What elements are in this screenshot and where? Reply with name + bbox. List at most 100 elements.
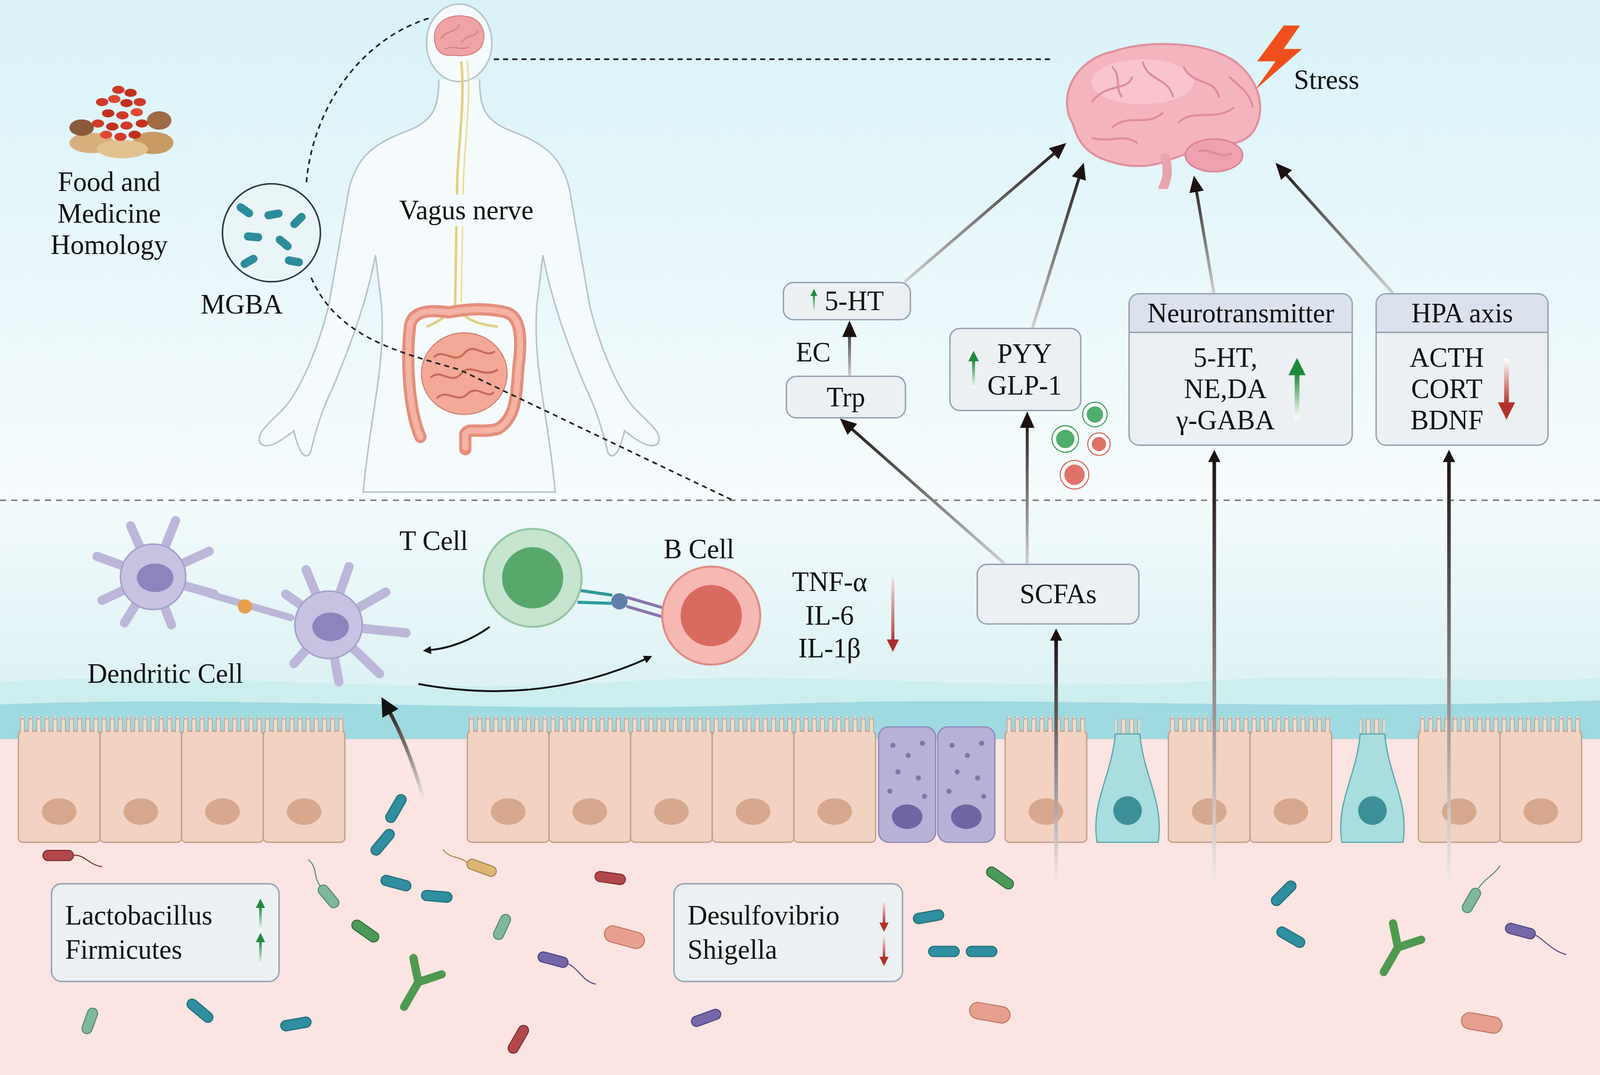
decrease-arrow <box>891 577 895 644</box>
granule <box>1091 436 1106 452</box>
flagellum <box>308 859 321 886</box>
bacteria <box>42 792 1567 1055</box>
goji-berry <box>100 130 113 140</box>
bacterium <box>80 1006 100 1035</box>
goji-berry <box>135 119 148 128</box>
epithelial-cell <box>1499 716 1582 842</box>
goji-berry <box>108 94 121 104</box>
arrow-head <box>1288 357 1306 375</box>
stress-label: Stress <box>1293 63 1360 96</box>
flagellum <box>73 854 103 867</box>
arrow-head <box>1497 402 1516 420</box>
bacterium <box>968 1000 1012 1024</box>
flow-arrow <box>1447 458 1451 880</box>
list-row: Lactobacillus <box>64 897 266 933</box>
t-cell <box>483 528 582 627</box>
brain-highlight <box>1091 59 1194 104</box>
brain-cerebellum <box>1185 138 1243 172</box>
bacterium <box>984 864 1016 891</box>
box-text: Trp <box>826 381 866 413</box>
decrease-arrow <box>1496 356 1517 421</box>
epithelial-cell <box>1249 716 1332 842</box>
bacterium <box>1504 921 1537 940</box>
goji-berry <box>102 109 115 118</box>
bacterium <box>42 850 74 861</box>
process-box: Trp <box>785 375 907 419</box>
connector-arrow <box>904 149 1060 282</box>
flagellum <box>1535 935 1567 955</box>
brain-illustration <box>1050 41 1266 189</box>
process-box: 5-HT <box>782 281 912 321</box>
goji-berry <box>133 98 146 107</box>
lower-background <box>0 499 1600 737</box>
connector-arrow <box>1025 420 1029 563</box>
bacterium <box>1460 1011 1504 1035</box>
arrow-head <box>879 956 889 966</box>
goji-berry <box>120 121 133 130</box>
flagellum <box>442 849 468 863</box>
decrease-arrow <box>878 932 890 967</box>
bacterium <box>185 996 215 1024</box>
connector-dashed <box>306 18 429 187</box>
increase-arrow <box>810 288 818 314</box>
bacterium <box>263 208 284 220</box>
taxon-name: Lactobacillus <box>64 899 213 931</box>
arrow-shaft <box>1294 373 1300 419</box>
bacterium <box>284 255 304 268</box>
taxon-name: Desulfovibrio <box>687 899 840 931</box>
box-text: SCFAs <box>1019 578 1097 610</box>
text-stack: PYY GLP-1 <box>986 337 1063 401</box>
arrow-head <box>255 932 266 942</box>
bacterium <box>238 252 259 270</box>
box-header: Neurotransmitter <box>1129 294 1352 333</box>
head-outline <box>426 3 493 82</box>
bacterium <box>966 946 998 957</box>
bacterium <box>273 233 294 252</box>
list-row: Desulfovibrio <box>687 897 889 933</box>
bacterium <box>315 882 341 910</box>
dendrites <box>285 566 407 682</box>
bacterium <box>383 792 408 825</box>
bacterium <box>288 210 308 230</box>
flagellum <box>1478 865 1500 889</box>
bacterium <box>1274 924 1307 949</box>
small-intestine <box>421 332 508 415</box>
bacterium <box>234 201 255 219</box>
bacterium <box>912 908 945 924</box>
nucleus <box>501 546 563 608</box>
circle-label: MGBA <box>200 288 283 320</box>
section-divider <box>0 499 1600 501</box>
increase-arrow <box>967 350 980 390</box>
flow-arrow <box>1212 458 1216 880</box>
connector-arrow <box>848 330 852 376</box>
bacterium <box>279 1016 312 1032</box>
herb-piece <box>146 111 172 130</box>
box-body: 5-HT, NE,DA γ-GABA <box>1129 332 1352 445</box>
food-label: Food and Medicine Homology <box>49 166 169 261</box>
dendritic-cell <box>97 520 407 682</box>
granule <box>1087 432 1111 456</box>
goji-berry <box>105 122 119 131</box>
epithelial-cell <box>467 716 549 842</box>
cell-type-label: EC <box>795 336 832 368</box>
receptor <box>577 602 613 603</box>
nucleus <box>136 563 174 593</box>
text-stack: ACTH CORT BDNF <box>1408 341 1486 437</box>
cell-label: B Cell <box>663 533 735 565</box>
antigen <box>611 592 628 609</box>
bacterium <box>350 917 381 944</box>
bacterium <box>928 946 960 957</box>
increase-arrow <box>255 932 266 967</box>
epithelial-cell <box>712 716 794 842</box>
cell-contact <box>208 594 291 618</box>
process-box: SCFAs <box>976 563 1140 625</box>
brain-gyri <box>1091 61 1253 156</box>
text-stack: SCFAs <box>1019 578 1097 610</box>
bacterium <box>602 923 646 951</box>
text-stack: Trp <box>826 381 866 413</box>
epithelial-cell <box>1418 716 1500 842</box>
bacteria-box: LactobacillusFirmicutes <box>50 882 280 982</box>
antibody <box>1369 922 1422 980</box>
goblet-cell <box>878 726 936 842</box>
